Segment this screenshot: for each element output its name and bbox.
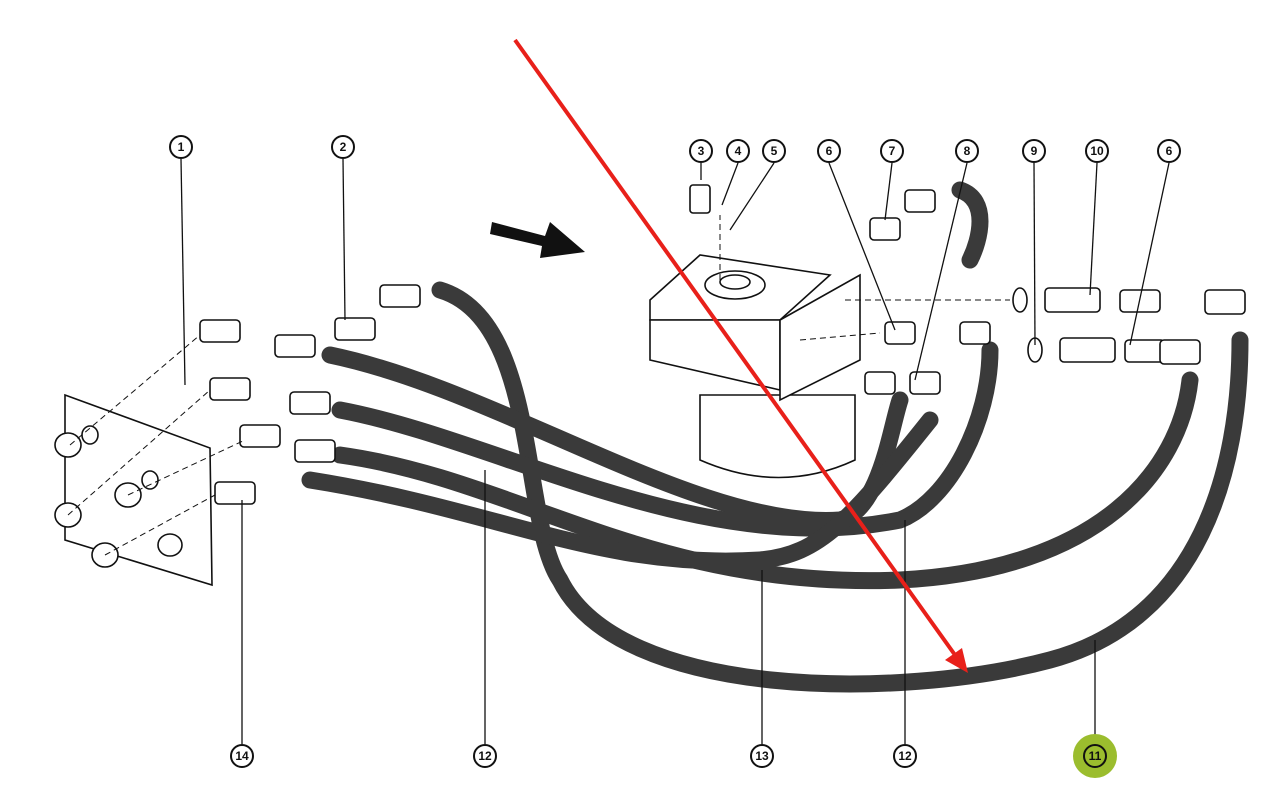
leader-line	[721, 162, 739, 206]
callout-circle	[726, 139, 750, 163]
callout-label: 6	[826, 144, 833, 158]
callout-label: 2	[340, 140, 347, 154]
callout-3: 3	[689, 139, 713, 180]
callout-label: 8	[964, 144, 971, 158]
callout-circle	[1157, 139, 1181, 163]
callout-7: 7	[880, 139, 904, 221]
assembly-lines	[67, 215, 1010, 556]
callout-circle	[473, 744, 497, 768]
leader-line	[828, 162, 896, 331]
callout-circle	[880, 139, 904, 163]
callout-6: 6	[817, 139, 896, 331]
callout-label: 6	[1166, 144, 1173, 158]
callout-12: 12	[893, 520, 917, 768]
callout-11: 11	[1073, 640, 1117, 778]
red-annotation-arrow	[513, 38, 968, 673]
callout-9: 9	[1022, 139, 1046, 346]
callout-circle	[1022, 139, 1046, 163]
callout-circle	[689, 139, 713, 163]
callout-label: 13	[755, 749, 769, 763]
callout-label: 11	[1089, 749, 1102, 763]
hoses	[301, 181, 1249, 693]
callout-5: 5	[729, 139, 786, 231]
callout-10: 10	[1085, 139, 1109, 296]
leader-line	[1129, 162, 1170, 346]
callout-circle	[1083, 744, 1107, 768]
callout-label: 10	[1090, 144, 1104, 158]
leader-line	[180, 158, 186, 386]
callout-label: 9	[1031, 144, 1038, 158]
callout-label: 7	[889, 144, 896, 158]
callout-14: 14	[230, 500, 254, 768]
callout-circle	[762, 139, 786, 163]
callout-12: 12	[473, 470, 497, 768]
callout-2: 2	[331, 135, 355, 321]
callout-circle	[750, 744, 774, 768]
leader-line	[729, 162, 775, 231]
callout-circle	[955, 139, 979, 163]
callout-13: 13	[750, 570, 774, 768]
callout-label: 12	[478, 749, 492, 763]
view-direction-arrow	[490, 222, 585, 258]
leader-line	[1033, 162, 1036, 346]
leader-line	[914, 162, 968, 381]
callout-circle	[169, 135, 193, 159]
steering-unit	[649, 254, 861, 479]
callout-4: 4	[721, 139, 750, 206]
highlight-marker	[1073, 734, 1117, 778]
callout-8: 8	[914, 139, 979, 381]
leader-line	[884, 162, 893, 221]
mounting-plate	[54, 393, 213, 587]
callout-label: 5	[771, 144, 778, 158]
callout-1: 1	[169, 135, 193, 386]
callout-circle	[893, 744, 917, 768]
callout-circle	[817, 139, 841, 163]
callout-circle	[331, 135, 355, 159]
callout-label: 14	[235, 749, 249, 763]
leader-line	[342, 158, 346, 321]
callout-label: 1	[178, 140, 185, 154]
callout-label: 4	[735, 144, 742, 158]
callout-circle	[1085, 139, 1109, 163]
fittings	[199, 184, 1246, 505]
callout-label: 12	[898, 749, 912, 763]
leader-line	[1089, 162, 1098, 296]
callout-6: 6	[1129, 139, 1181, 346]
callout-circle	[230, 744, 254, 768]
callout-label: 3	[698, 144, 705, 158]
